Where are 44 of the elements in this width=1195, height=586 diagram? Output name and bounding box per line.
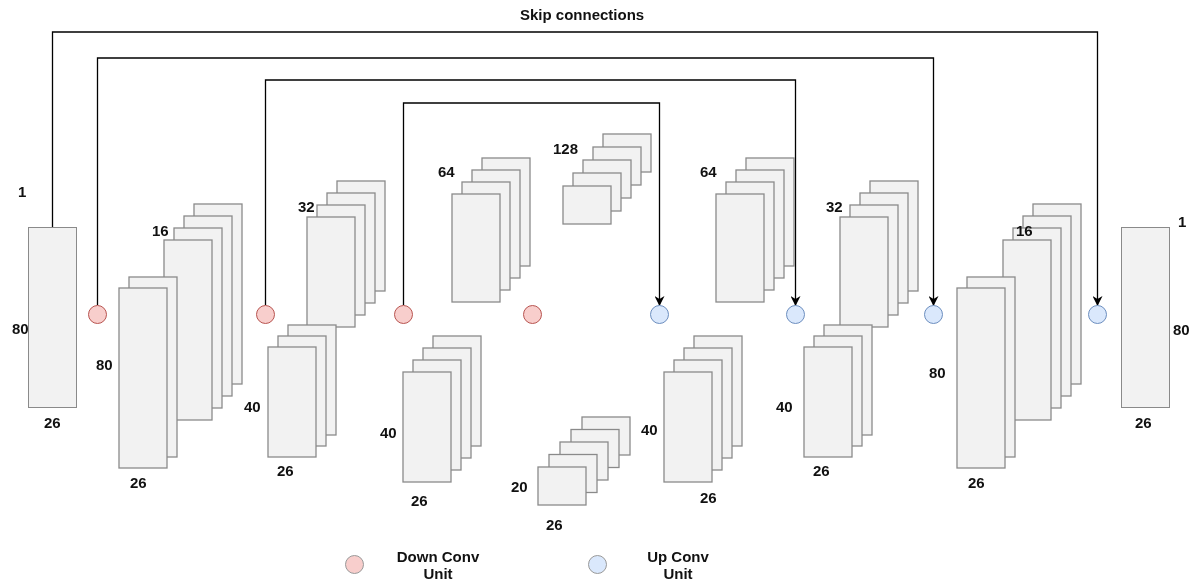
legend-text: Up Conv Unit bbox=[646, 548, 710, 582]
dimension-label: 80 bbox=[1173, 321, 1190, 338]
dimension-label: 1 bbox=[18, 183, 27, 200]
dimension-label: 64 bbox=[700, 163, 717, 180]
dimension-label: 16 bbox=[152, 222, 169, 239]
dimension-label: 40 bbox=[776, 398, 793, 415]
dimension-label: 128 bbox=[553, 140, 579, 157]
skip-connection-arrow bbox=[402, 102, 665, 306]
dimension-label: 40 bbox=[244, 398, 261, 415]
conv-unit-circle bbox=[786, 305, 805, 324]
conv-unit-circle bbox=[650, 305, 669, 324]
dimension-label: 26 bbox=[277, 462, 294, 479]
conv-unit-circle bbox=[88, 305, 107, 324]
skip-connection-arrow bbox=[96, 57, 939, 306]
dimension-label: 26 bbox=[1135, 414, 1152, 431]
feature-map-box bbox=[28, 227, 77, 408]
dimension-label: 32 bbox=[298, 198, 315, 215]
skip-connection-arrow bbox=[264, 79, 801, 306]
dimension-label: 26 bbox=[130, 474, 147, 491]
dimension-label: 64 bbox=[438, 163, 455, 180]
dimension-label: 26 bbox=[968, 474, 985, 491]
dimension-label: 80 bbox=[12, 320, 29, 337]
dimension-label: 20 bbox=[511, 478, 528, 495]
dimension-label: 1 bbox=[1178, 213, 1187, 230]
dimension-label: 80 bbox=[929, 364, 946, 381]
dimension-label: 80 bbox=[96, 356, 113, 373]
conv-unit-circle bbox=[924, 305, 943, 324]
dimension-label: 26 bbox=[411, 492, 428, 509]
conv-unit-circle bbox=[523, 305, 542, 324]
conv-unit-circle bbox=[394, 305, 413, 324]
dimension-label: 32 bbox=[826, 198, 843, 215]
dimension-label: 26 bbox=[546, 516, 563, 533]
skip-connection-arrow bbox=[51, 31, 1103, 306]
dimension-label: 26 bbox=[813, 462, 830, 479]
heading-label: Skip connections bbox=[520, 6, 645, 23]
dimension-label: 26 bbox=[44, 414, 61, 431]
dimension-label: 40 bbox=[380, 424, 397, 441]
dimension-label: 26 bbox=[700, 489, 717, 506]
dimension-label: 16 bbox=[1016, 222, 1033, 239]
conv-unit-circle bbox=[1088, 305, 1107, 324]
legend-text: Down Conv Unit bbox=[395, 548, 481, 582]
feature-map-box bbox=[1121, 227, 1170, 408]
conv-unit-circle bbox=[256, 305, 275, 324]
dimension-label: 40 bbox=[641, 421, 658, 438]
